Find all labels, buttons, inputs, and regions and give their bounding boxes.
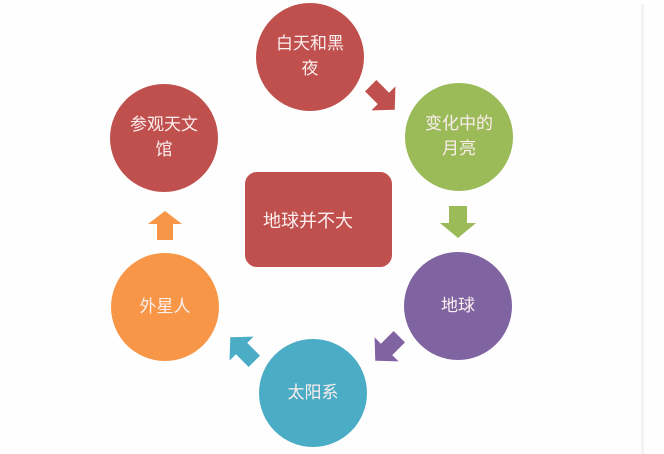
node-label: 外星人 (139, 296, 191, 317)
node-day-night: 白天和黑夜 (256, 3, 364, 111)
node-label: 太阳系 (287, 382, 339, 403)
arrow-aliens-to-planetarium-icon (148, 211, 182, 240)
edge-divider (641, 4, 644, 454)
arrow-day-night-to-moon-icon (365, 80, 396, 111)
node-label: 参观天文馆 (130, 115, 198, 160)
node-solar-system: 太阳系 (259, 339, 367, 447)
node-label: 变化中的月亮 (425, 114, 493, 159)
center-topic-box: 地球并不大 (245, 172, 392, 267)
arrow-solar-to-aliens-icon (229, 336, 260, 367)
node-earth: 地球 (404, 252, 512, 360)
node-label: 地球 (441, 295, 475, 316)
center-topic-label: 地球并不大 (263, 210, 353, 232)
node-aliens: 外星人 (111, 253, 219, 361)
arrow-moon-to-earth-icon (440, 206, 476, 238)
node-planetarium: 参观天文馆 (110, 84, 218, 192)
arrow-earth-to-solar-icon (374, 331, 405, 362)
node-label: 白天和黑夜 (276, 34, 344, 79)
node-changing-moon: 变化中的月亮 (405, 83, 513, 191)
